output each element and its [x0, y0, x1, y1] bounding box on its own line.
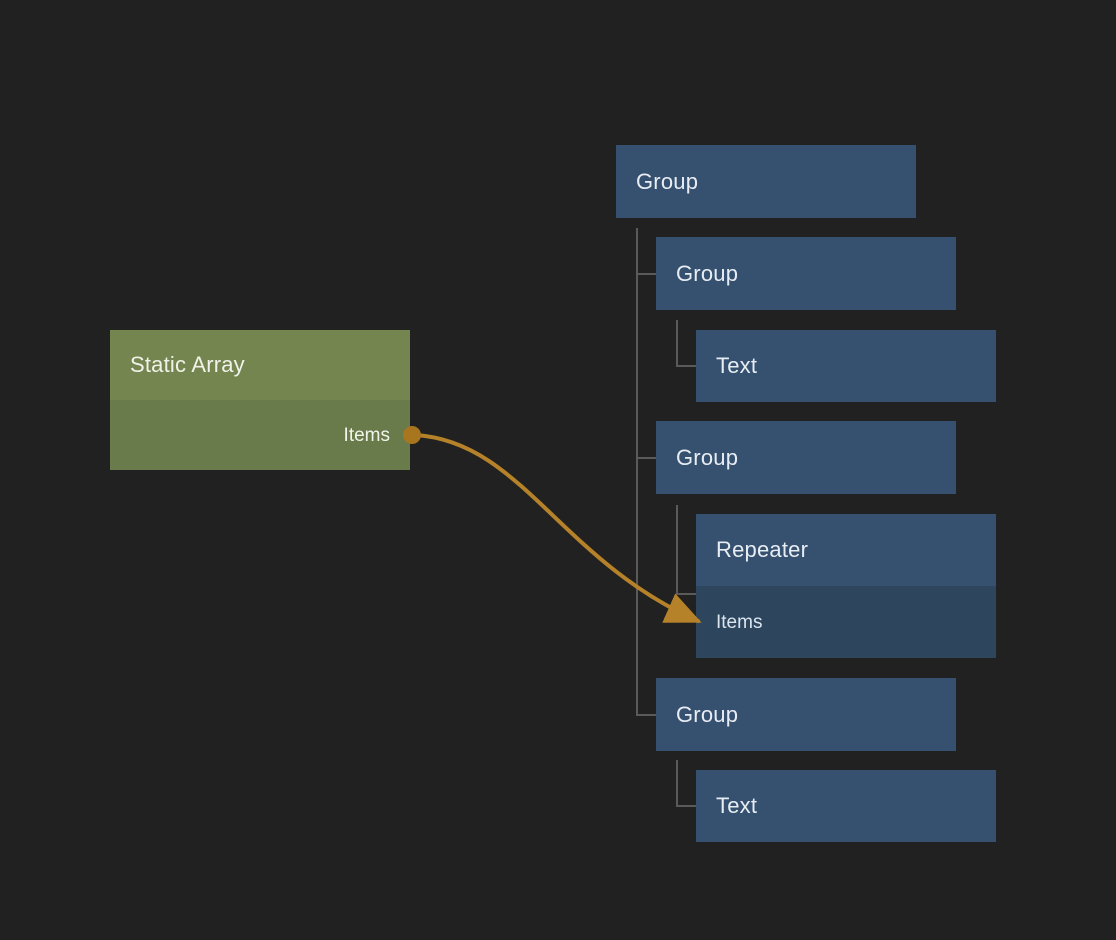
tree-stub-group-c — [636, 714, 656, 716]
node-static-array[interactable]: Static Array Items — [110, 330, 410, 470]
node-text-a-title: Text — [716, 353, 758, 378]
node-text-c-header: Text — [696, 770, 996, 842]
node-group-root-header: Group — [616, 145, 916, 218]
node-group-b[interactable]: Group — [656, 421, 956, 494]
node-repeater-port-items[interactable]: Items — [696, 586, 996, 658]
port-label-items: Items — [343, 424, 390, 446]
node-group-b-header: Group — [656, 421, 956, 494]
tree-stub-text-c — [676, 805, 696, 807]
node-text-c[interactable]: Text — [696, 770, 996, 842]
tree-stub-repeater — [676, 593, 696, 595]
tree-stub-group-b — [636, 457, 656, 459]
node-text-a-header: Text — [696, 330, 996, 402]
tree-stub-text-a — [676, 365, 696, 367]
node-group-a[interactable]: Group — [656, 237, 956, 310]
node-group-c-header: Group — [656, 678, 956, 751]
node-static-array-header: Static Array — [110, 330, 410, 400]
node-repeater[interactable]: Repeater Items — [696, 514, 996, 658]
node-group-a-title: Group — [676, 260, 739, 286]
node-group-c-title: Group — [676, 701, 739, 727]
node-text-c-title: Text — [716, 793, 758, 818]
tree-trunk-group-c — [676, 760, 678, 807]
tree-trunk-root — [636, 228, 638, 716]
node-static-array-port-items[interactable]: Items — [110, 400, 410, 470]
node-group-a-header: Group — [656, 237, 956, 310]
node-static-array-title: Static Array — [130, 352, 245, 377]
tree-trunk-group-b — [676, 505, 678, 595]
node-text-a[interactable]: Text — [696, 330, 996, 402]
node-group-c[interactable]: Group — [656, 678, 956, 751]
node-group-root[interactable]: Group — [616, 145, 916, 218]
node-repeater-header: Repeater — [696, 514, 996, 586]
port-label-repeater-items: Items — [716, 611, 763, 633]
node-group-root-title: Group — [636, 168, 699, 194]
tree-trunk-group-a — [676, 320, 678, 367]
tree-stub-group-a — [636, 273, 656, 275]
node-group-b-title: Group — [676, 444, 739, 470]
node-repeater-title: Repeater — [716, 537, 809, 562]
